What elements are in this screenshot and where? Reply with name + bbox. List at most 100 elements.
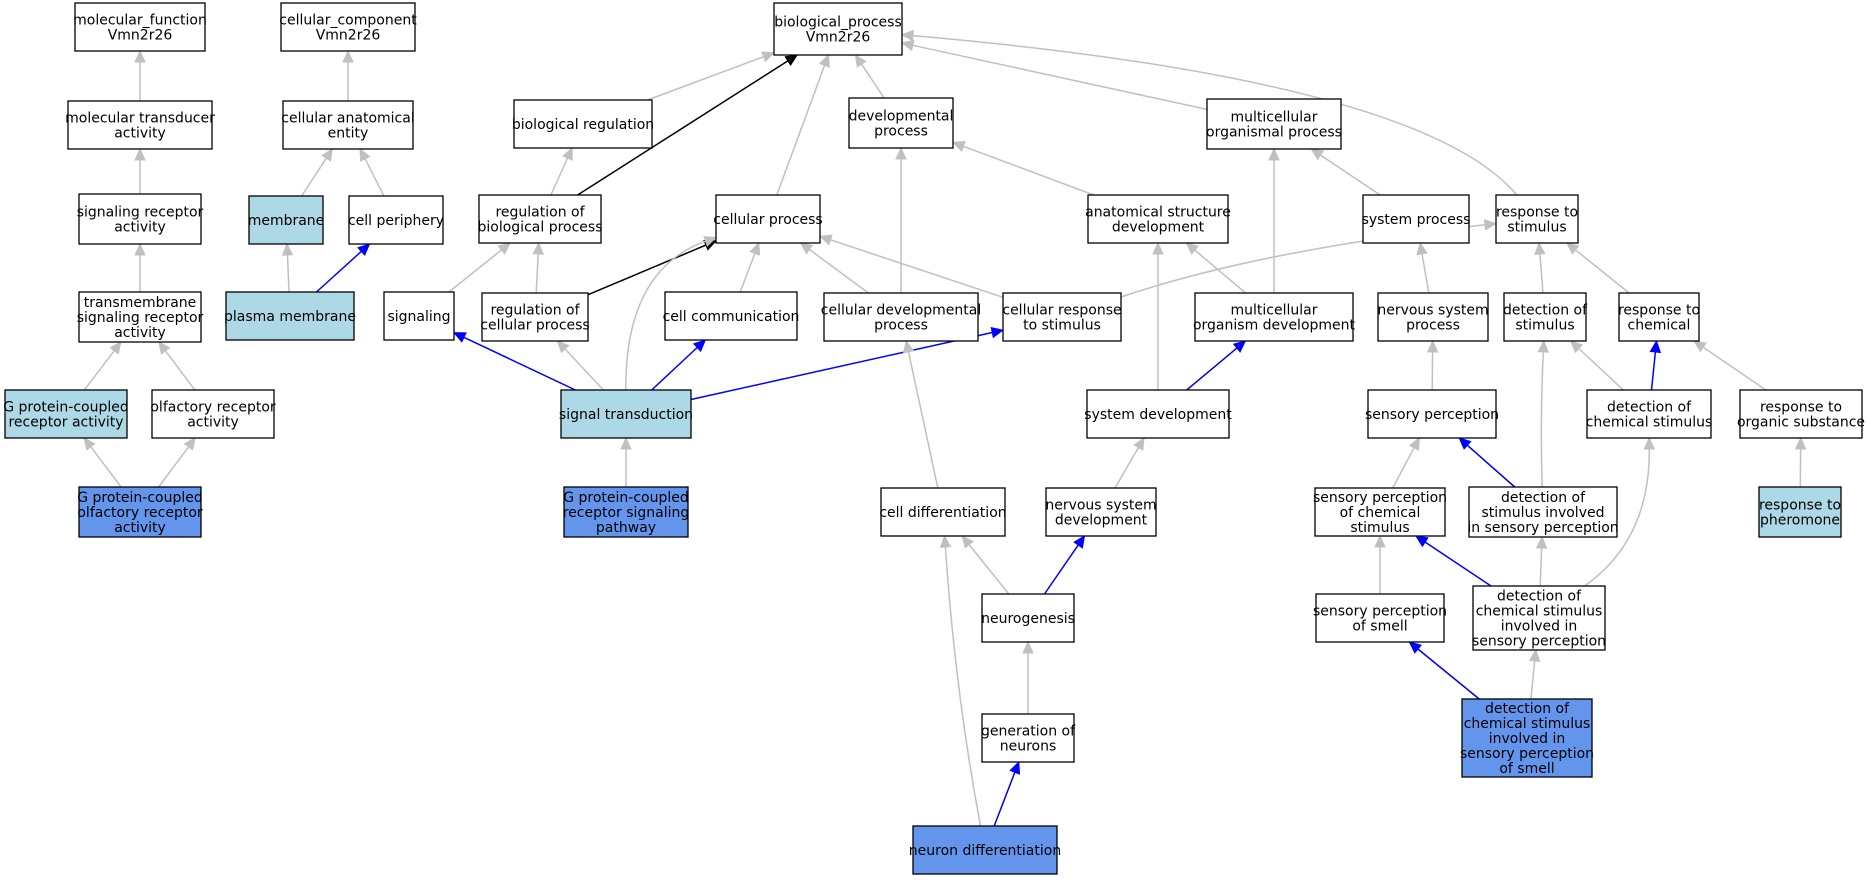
node-neuro[interactable]: neurogenesis (981, 593, 1075, 643)
edge-dcsispos-to-dcsisp (1528, 648, 1541, 700)
edge-arrowhead (1649, 339, 1662, 354)
node-label-line: cell communication (663, 309, 800, 325)
node-st[interactable]: signal transduction (559, 389, 693, 439)
node-pm[interactable]: plasma membrane (224, 291, 356, 341)
edge-ccom-to-cp (739, 241, 761, 293)
edge-arrowhead (854, 53, 867, 68)
node-ndiff[interactable]: neuron differentiation (909, 825, 1061, 875)
edges-layer (83, 29, 1807, 827)
node-cdiff[interactable]: cell differentiation (879, 487, 1007, 537)
edge-line (690, 331, 993, 401)
node-label-line: organic substance (1737, 415, 1865, 431)
node-label-line: response to (1618, 303, 1700, 319)
node-sysp[interactable]: system process (1362, 194, 1471, 244)
node-ccom[interactable]: cell communication (663, 291, 800, 341)
node-box (282, 100, 414, 150)
edge-line (1421, 253, 1430, 294)
edge-docs-to-dos (1569, 340, 1624, 391)
node-cp[interactable]: cellular process (713, 194, 823, 244)
edge-arrowhead (1693, 340, 1707, 353)
node-box (823, 292, 979, 342)
edge-line (1584, 448, 1651, 587)
node-label-line: plasma membrane (224, 309, 356, 325)
node-box (1362, 194, 1470, 244)
edge-line (860, 63, 885, 99)
node-box (880, 487, 1006, 537)
edge-cdp-to-cp (799, 242, 869, 294)
node-sysd[interactable]: system development (1084, 389, 1232, 439)
node-breg[interactable]: biological regulation (512, 99, 654, 149)
edge-arrowhead (1152, 241, 1164, 255)
node-label-line: organism development (1193, 318, 1356, 334)
node-box (664, 291, 798, 341)
node-box (1495, 194, 1579, 244)
edge-line (83, 350, 115, 391)
edge-rbp-to-bp (577, 54, 799, 196)
node-label-line: entity (328, 126, 369, 142)
edge-arrowhead (961, 535, 974, 549)
node-mem[interactable]: membrane (248, 195, 325, 245)
node-box (981, 713, 1075, 763)
edge-sysp-to-mop (1310, 148, 1381, 196)
edge-arrowhead (895, 146, 907, 160)
edge-dcsispos-to-sps (1408, 641, 1480, 700)
node-label-line: receptor signaling (563, 505, 690, 521)
node-cper[interactable]: cell periphery (348, 195, 444, 245)
edge-sysd-to-asd (1152, 241, 1164, 390)
edge-mod-to-mop (1268, 147, 1280, 293)
edge-st-to-crs (690, 326, 1005, 401)
edge-line (651, 346, 698, 391)
edge-arrowhead (819, 53, 830, 68)
edge-rtos-to-rtc (1693, 340, 1767, 391)
node-box (981, 593, 1075, 643)
edge-pm-to-cper (315, 243, 371, 293)
node-label-line: detection of (1607, 400, 1692, 416)
node-box (348, 195, 444, 245)
edge-arrowhead (1073, 535, 1086, 549)
node-box (1461, 698, 1593, 778)
edge-ndiff-to-cdiff (939, 534, 982, 827)
edge-neuro-to-nsd (1043, 535, 1086, 595)
edge-line (647, 55, 764, 101)
node-box (773, 2, 903, 56)
node-sig[interactable]: signaling (383, 291, 455, 341)
edge-cp-to-bp (776, 53, 830, 196)
edge-arrowhead (1426, 339, 1439, 353)
node-label-line: cell differentiation (879, 505, 1006, 521)
node-sper[interactable]: sensory perception (1365, 389, 1499, 439)
edge-line (1114, 447, 1140, 489)
